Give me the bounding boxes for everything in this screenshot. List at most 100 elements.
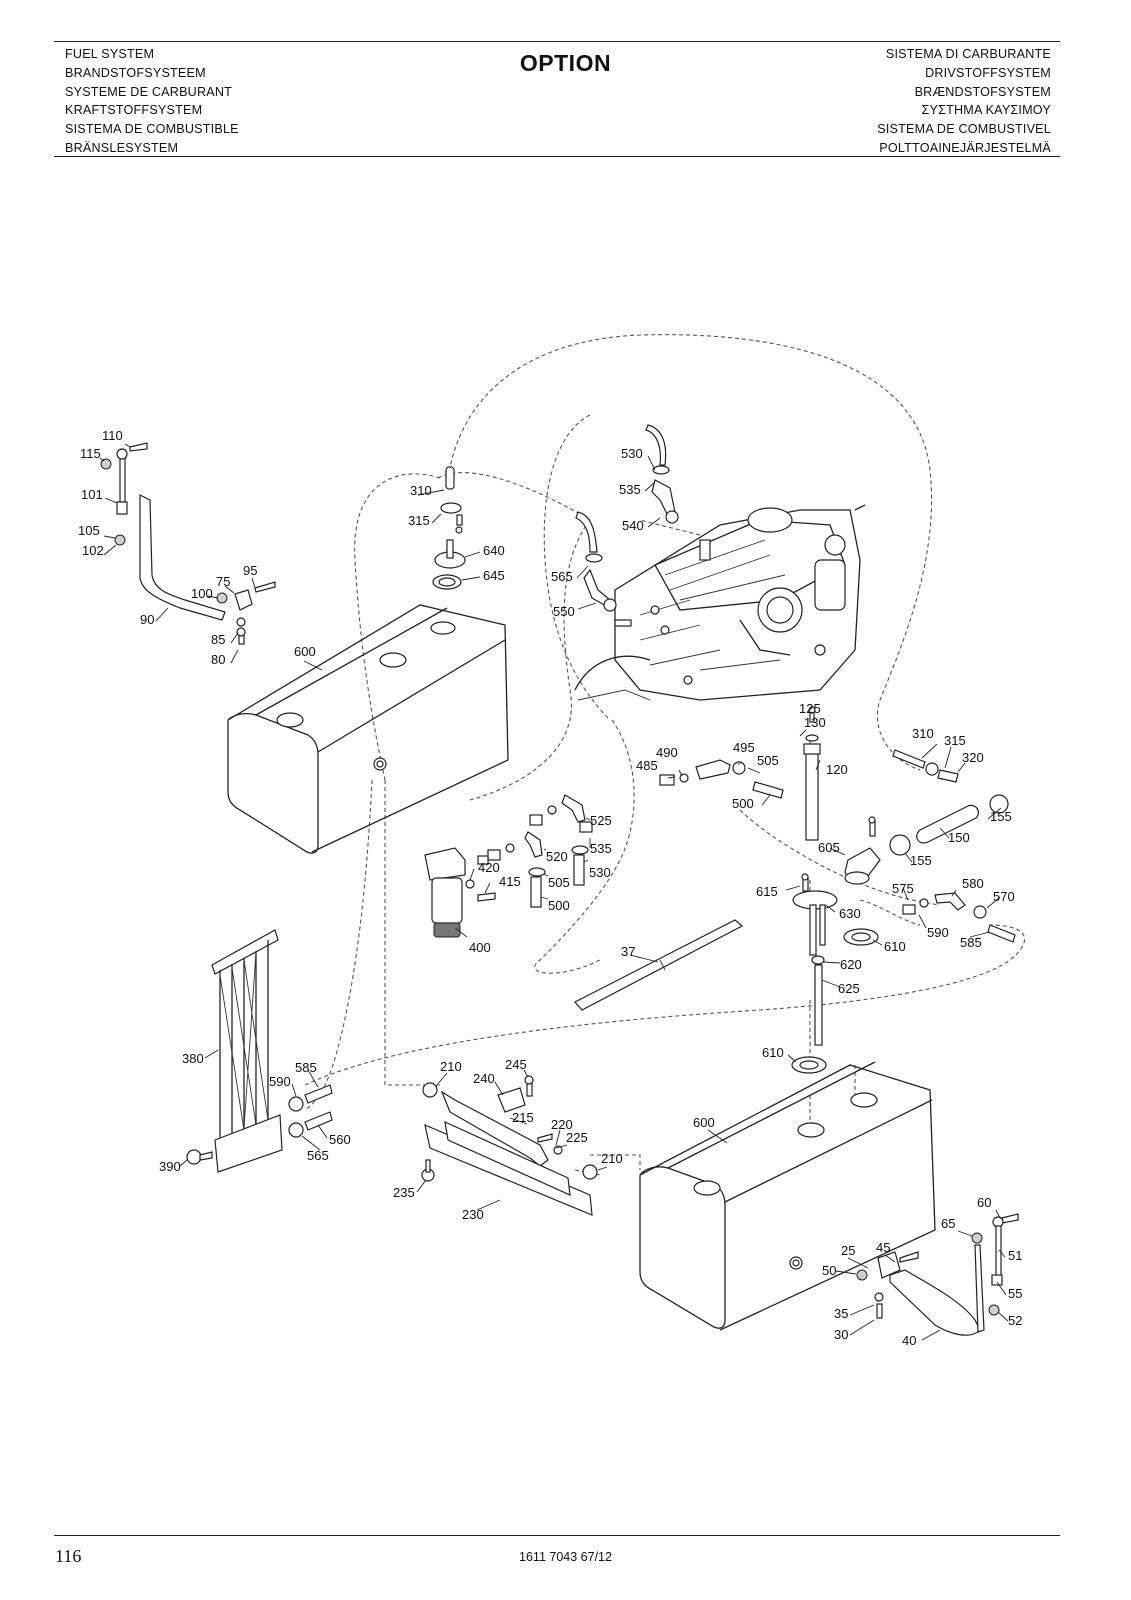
callout-label: 110 [102,428,123,443]
callout-label: 500 [548,898,570,913]
tank-suction-unit [791,816,881,1074]
header-left-line: FUEL SYSTEM [65,47,155,61]
callout-label: 75 [216,574,230,589]
supply-hose-parts [524,759,784,908]
callout-label: 590 [927,925,949,940]
callout-label: 155 [990,809,1012,824]
callout-label: 535 [590,841,612,856]
callout-label: 530 [621,446,643,461]
callout-label: 610 [884,939,906,954]
callout-label: 115 [80,446,101,461]
header-bottom-rule [54,156,1060,157]
hose-clamp-parts [288,1084,333,1138]
callout-label: 102 [82,543,104,558]
callout-label: 105 [78,523,100,538]
callout-label: 310 [410,483,432,498]
callout-label: 315 [408,513,430,528]
callout-label: 65 [941,1216,955,1231]
header-right-line: SISTEMA DI CARBURANTE [885,47,1051,61]
callout-label: 85 [211,632,225,647]
callout-label: 80 [211,652,225,667]
return-hose-parts [902,892,1016,943]
callout-label: 210 [601,1151,623,1166]
callout-label: 45 [876,1240,890,1255]
callout-label: 230 [462,1207,484,1222]
callout-label: 320 [962,750,984,765]
callout-label: 310 [912,726,934,741]
callout-label: 600 [693,1115,715,1130]
heat-shield-frame [186,929,283,1173]
header-left-line: BRANDSTOFSYSTEEM [65,65,206,80]
callout-label: 220 [551,1117,573,1132]
callout-label: 420 [478,860,500,875]
fuel-tank-upper [227,604,509,854]
callout-label: 245 [505,1057,527,1072]
callout-label: 100 [191,586,213,601]
callout-label: 535 [619,482,641,497]
callout-label: 600 [294,644,316,659]
callout-label: 52 [1008,1313,1022,1328]
fuel-tank-lower [639,1061,936,1331]
callout-label: 380 [182,1051,204,1066]
footer-rule [54,1535,1060,1536]
callout-label: 415 [499,874,521,889]
header-right-line: ΣΥΣΤΗΜΑ ΚΑΥΣΙΜΟΥ [921,103,1051,118]
callout-label: 590 [269,1074,291,1089]
callout-label: 640 [483,543,505,558]
callout-label: 30 [834,1327,848,1342]
callout-label: 490 [656,745,678,760]
header-left-line: BRÄNSLESYSTEM [65,140,179,155]
callout-label: 60 [977,1195,991,1210]
callout-label: 495 [733,740,755,755]
callout-label: 235 [393,1185,415,1200]
callout-label: 560 [329,1132,351,1147]
callout-label: 37 [621,944,635,959]
fuel-level-sender [803,706,821,841]
fuel-filter-assembly [424,843,515,938]
callout-label: 565 [551,569,573,584]
callout-label: 540 [622,518,644,533]
callout-label: 520 [546,849,568,864]
header-right-line: DRIVSTOFFSYSTEM [925,65,1051,80]
callout-label: 120 [826,762,848,777]
callout-label: 550 [553,604,575,619]
callout-label: 400 [469,940,491,955]
engine-hose-parts [575,424,679,627]
breather-pipe-parts [889,749,1009,856]
callout-label: 101 [81,487,103,502]
page-number: 116 [55,1546,82,1566]
callout-label: 615 [756,884,778,899]
cross-hose-assembly [421,1075,598,1216]
callout-label: 35 [834,1306,848,1321]
callout-label: 565 [307,1148,329,1163]
callout-label: 630 [839,906,861,921]
callout-label: 575 [892,881,914,896]
strap-bracket-assembly-top [100,442,276,645]
callout-label: 25 [841,1243,855,1258]
callout-label: 215 [512,1110,534,1125]
callout-label: 500 [732,796,754,811]
callout-label: 625 [838,981,860,996]
callout-label: 585 [960,935,982,950]
callout-label: 530 [589,865,611,880]
callout-label: 50 [822,1263,836,1278]
callout-label: 55 [1008,1286,1022,1301]
engine-block-illustration [574,504,866,701]
callout-label: 525 [590,813,612,828]
callout-label: 610 [762,1045,784,1060]
callout-label: 90 [140,612,154,627]
callout-label: 570 [993,889,1015,904]
callout-leader-lines [99,443,1009,1341]
callout-label: 150 [948,830,970,845]
callout-label: 315 [944,733,966,748]
header-left-line: SISTEMA DE COMBUSTIBLE [65,122,239,137]
header-right-titles: SISTEMA DI CARBURANTE DRIVSTOFFSYSTEM BR… [877,45,1051,158]
adhesive-strip [574,919,744,1011]
callout-numbers: 110 115 101 105 102 95 75 100 90 85 80 3… [78,428,1022,1348]
callout-label: 390 [159,1159,181,1174]
callout-label: 605 [818,840,840,855]
callout-label: 225 [566,1130,588,1145]
callout-label: 155 [910,853,932,868]
page-title: OPTION [519,50,612,76]
